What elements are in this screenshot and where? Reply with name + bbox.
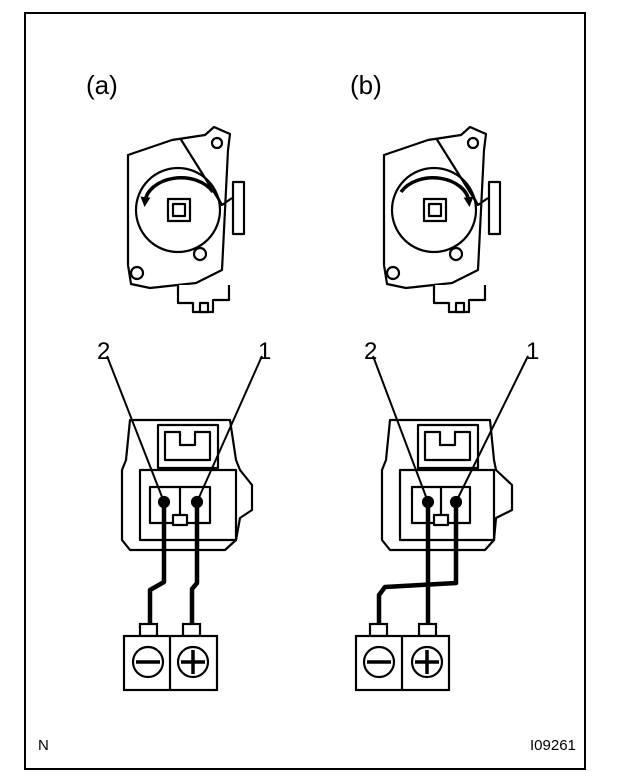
- panel-b-pin-1-label: 1: [526, 338, 540, 365]
- positive-icon: [410, 645, 444, 679]
- connector: [120, 418, 254, 552]
- panel-a-pin-1-label: 1: [258, 338, 272, 365]
- rotation-arrow-icon: [140, 176, 215, 207]
- corner-mark: N: [38, 737, 49, 754]
- panel-a-label: (a): [86, 70, 118, 100]
- connector: [380, 418, 514, 552]
- panel-b-label: (b): [350, 70, 382, 100]
- wiring: [147, 502, 200, 624]
- actuator-motor: [382, 125, 502, 314]
- rotation-arrow-icon: [399, 176, 474, 207]
- wiring: [376, 502, 459, 624]
- figure-frame: [24, 12, 586, 770]
- figure-id: I09261: [530, 737, 576, 754]
- leader-lines: [372, 355, 529, 503]
- negative-icon: [131, 645, 165, 679]
- negative-icon: [362, 645, 396, 679]
- panel-a-pin-2-label: 2: [97, 338, 111, 365]
- panel-b: [354, 125, 529, 692]
- positive-icon: [176, 645, 210, 679]
- actuator-motor: [126, 125, 246, 314]
- leader-lines: [106, 355, 263, 503]
- panel-a: [106, 125, 263, 692]
- panel-b-pin-2-label: 2: [364, 338, 378, 365]
- battery-terminal-block: [354, 622, 451, 692]
- battery-terminal-block: [122, 622, 219, 692]
